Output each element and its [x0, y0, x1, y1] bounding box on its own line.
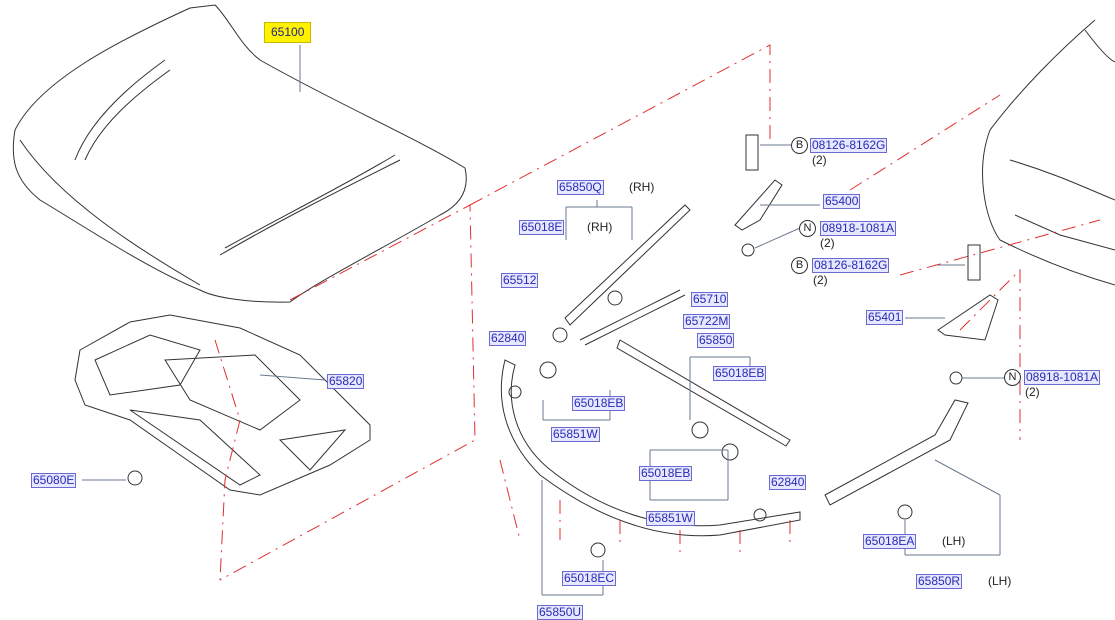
part-label-hood-stay[interactable]: 65710 [691, 292, 729, 307]
part-label-clip-eb[interactable]: 65018EB [639, 466, 693, 481]
part-label-seal[interactable]: 65851W [551, 427, 600, 442]
part-label-clip-ea[interactable]: 65018EA [863, 534, 917, 549]
bolt-callout: B [791, 257, 808, 274]
molding-rh-upper [564, 204, 691, 326]
quantity-note: (2) [1025, 385, 1040, 399]
part-label-clip[interactable]: 65080E [31, 473, 77, 488]
part-label-clip-rh[interactable]: 65018E [519, 220, 565, 235]
part-label-molding[interactable]: 65850 [697, 333, 735, 348]
nut-callout: N [1004, 369, 1021, 386]
molding-lh [824, 399, 969, 506]
side-note-rh: (RH) [587, 220, 613, 234]
side-note-lh: (LH) [942, 534, 966, 548]
hood-panel [12, 4, 467, 303]
quantity-note: (2) [820, 236, 835, 250]
quantity-note: (2) [812, 153, 827, 167]
part-label-seal[interactable]: 65851W [646, 511, 695, 526]
part-label-stay-clip[interactable]: 65722M [683, 314, 731, 329]
vehicle-front [982, 19, 1115, 286]
bolt-callout: B [791, 137, 808, 154]
part-label-nut[interactable]: 08918-1081A [1024, 370, 1101, 385]
part-label-hinge-rh[interactable]: 65400 [823, 194, 861, 209]
phantom-lines [214, 44, 1101, 581]
part-label-bolt[interactable]: 08126-8162G [812, 258, 890, 273]
part-label-clip-ec[interactable]: 65018EC [562, 571, 617, 586]
part-label-clip-eb[interactable]: 65018EB [713, 366, 767, 381]
part-label-insulator[interactable]: 65820 [327, 374, 365, 389]
part-label-bumper[interactable]: 62840 [489, 331, 527, 346]
side-note-lh: (LH) [988, 574, 1012, 588]
part-label-clip-eb[interactable]: 65018EB [572, 396, 626, 411]
part-label-molding-rh[interactable]: 65850Q [557, 180, 604, 195]
part-label-molding-lh[interactable]: 65850R [916, 574, 963, 589]
quantity-note: (2) [813, 273, 828, 287]
part-label-grommet[interactable]: 65512 [501, 273, 539, 288]
side-note-rh: (RH) [629, 180, 655, 194]
front-lip-molding [500, 359, 801, 537]
part-label-hood[interactable]: 65100 [264, 22, 312, 43]
part-label-nut[interactable]: 08918-1081A [820, 221, 897, 236]
part-label-bumper[interactable]: 62840 [769, 475, 807, 490]
part-label-hinge-lh[interactable]: 65401 [866, 310, 904, 325]
molding-center [616, 339, 791, 447]
part-label-bolt[interactable]: 08126-8162G [810, 138, 888, 153]
hood-insulator-pad [74, 314, 371, 496]
nut-callout: N [799, 220, 816, 237]
